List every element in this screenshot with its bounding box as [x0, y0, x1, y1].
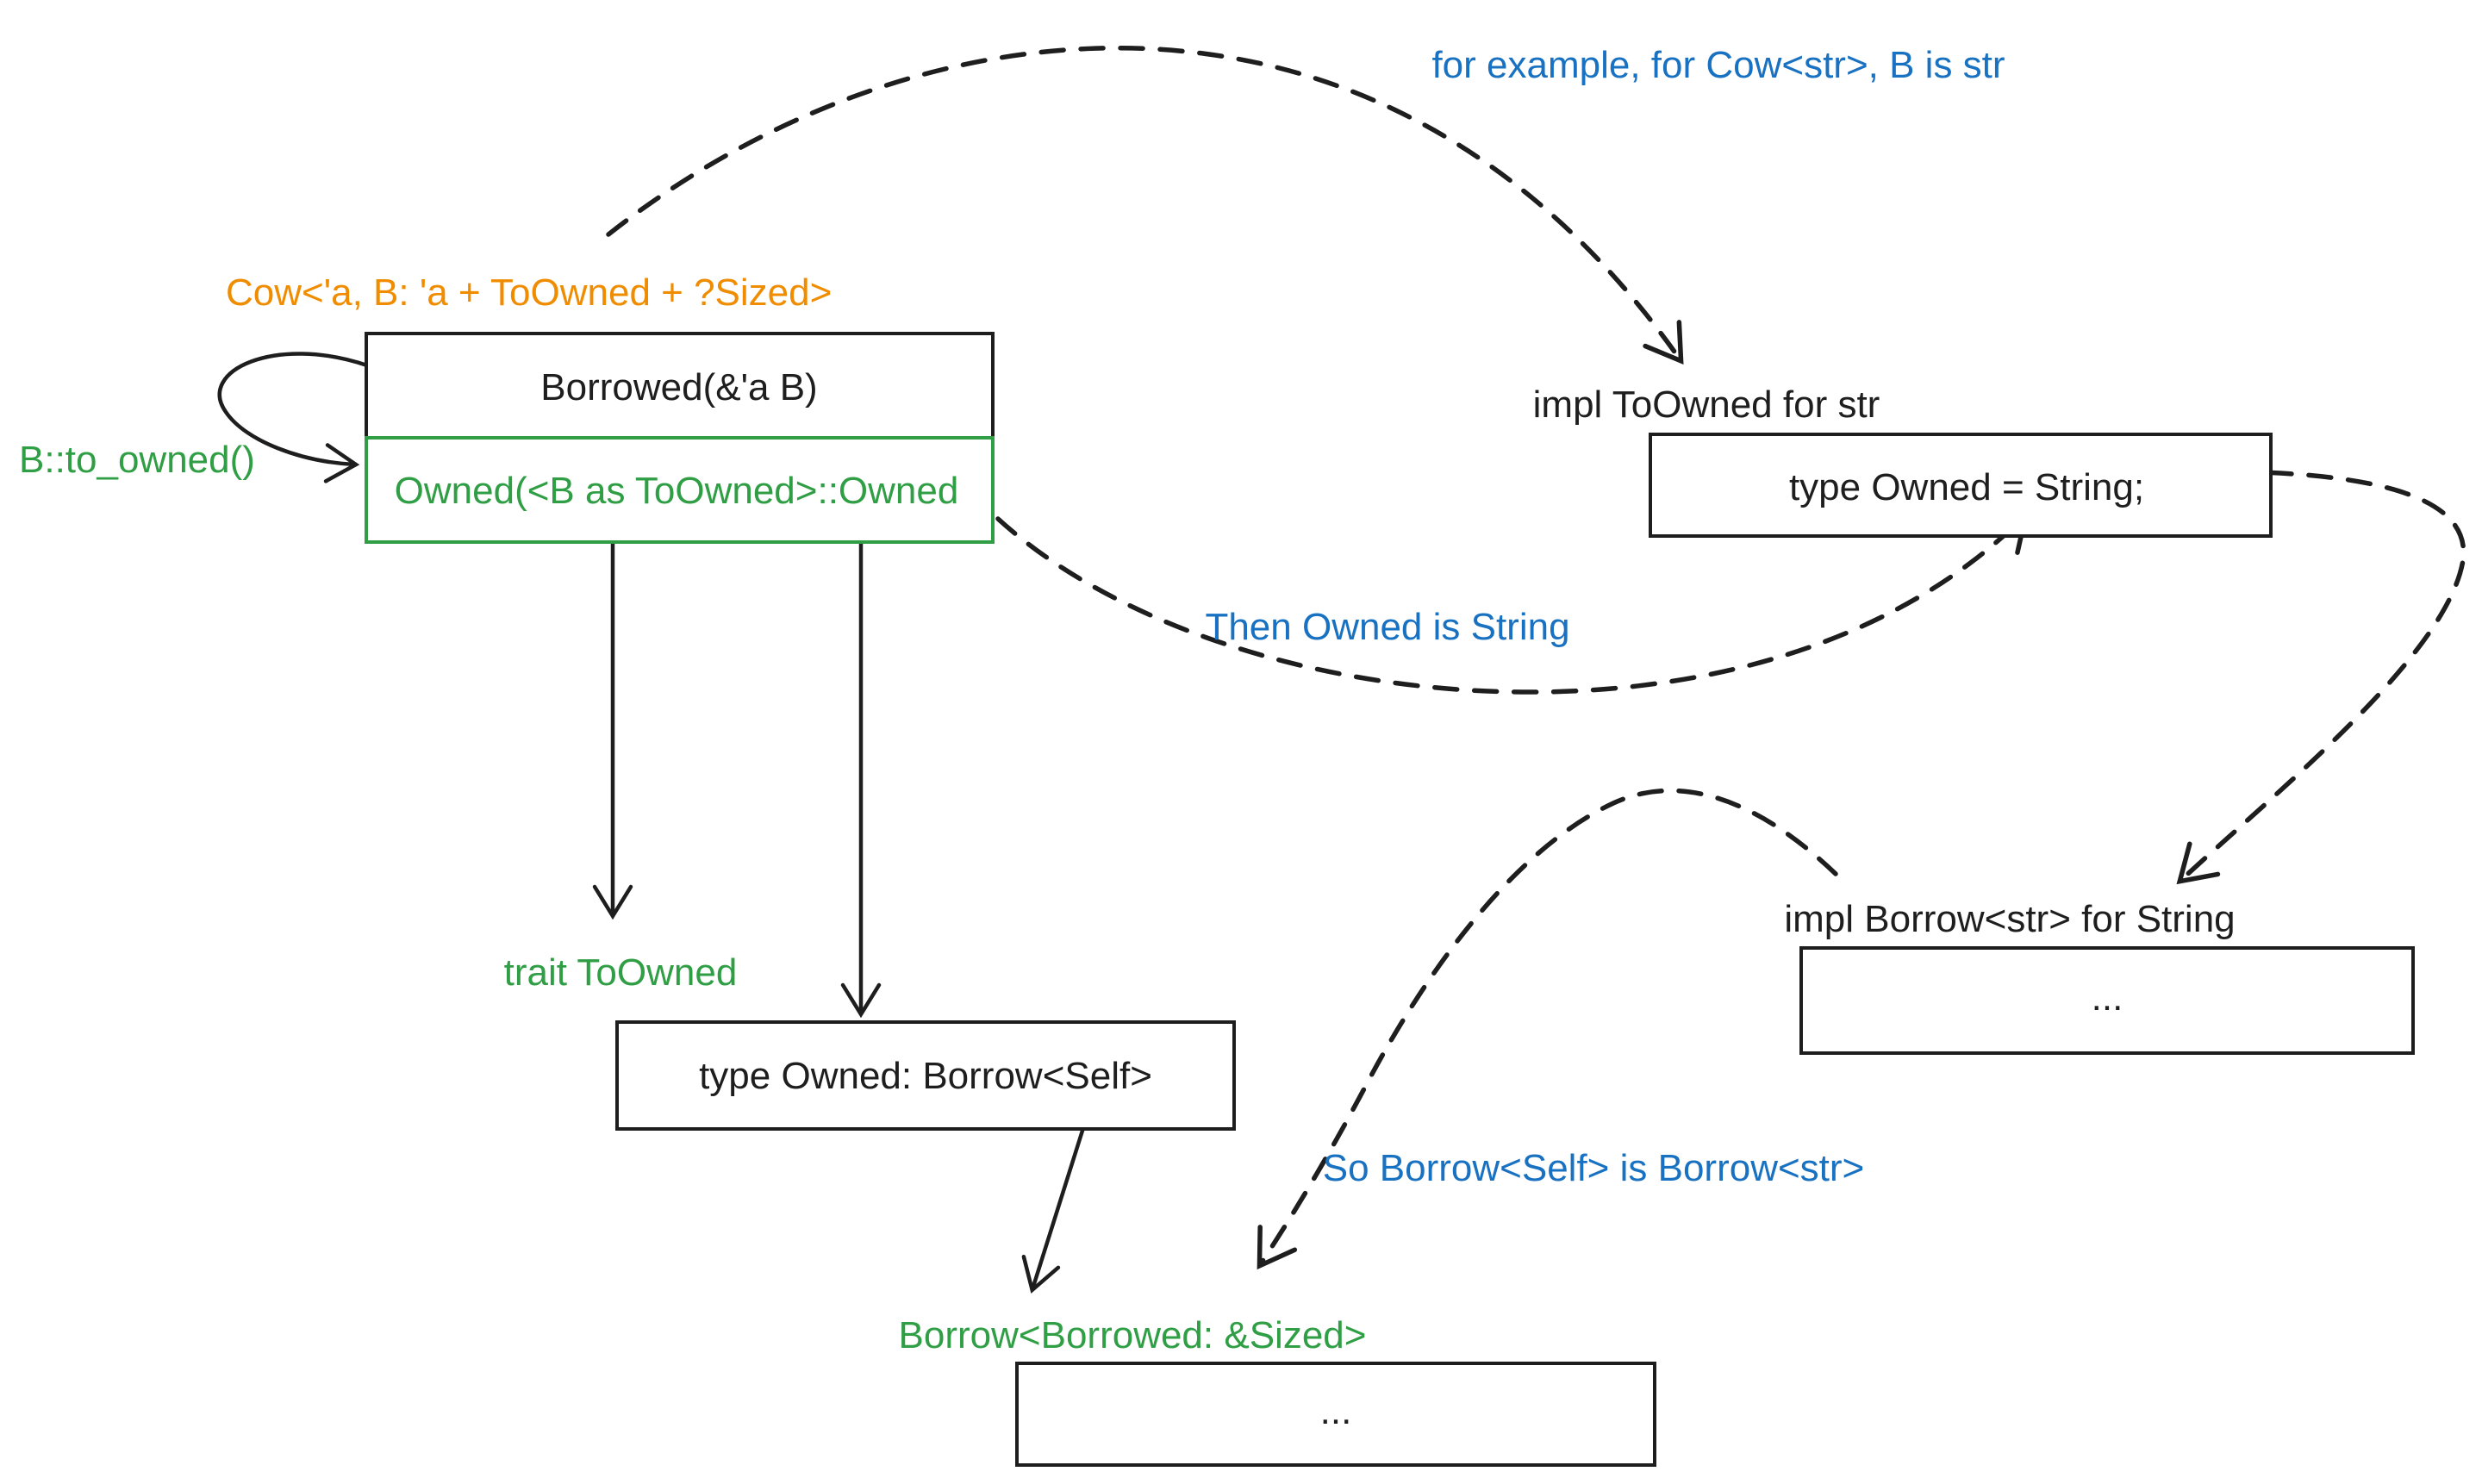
example-note-label: for example, for Cow<str>, B is str: [1431, 44, 2005, 86]
borrow-self-arrow: [1021, 1128, 1085, 1294]
impl-toowned-label: impl ToOwned for str: [1533, 383, 1880, 426]
trait-toowned-box: [615, 1020, 1236, 1131]
to-owned-call-label: B::to_owned(): [19, 439, 255, 481]
cow-generic-label: Cow<'a, B: 'a + ToOwned + ?Sized>: [226, 271, 832, 314]
so-borrow-note-label: So Borrow<Self> is Borrow<str>: [1323, 1147, 1864, 1189]
trait-toowned-label: trait ToOwned: [504, 951, 738, 994]
owned-is-string-dashed-arrow: [995, 511, 2030, 695]
borrow-trait-box: [1015, 1362, 1656, 1467]
trait-toowned-body-label: type Owned: Borrow<Self>: [699, 1055, 1152, 1097]
to-owned-loop-arrow: [217, 352, 370, 483]
borrow-impl-to-borrow-trait-dashed-arrow: [1257, 788, 1838, 1270]
impl-borrow-body-label: ...: [2092, 976, 2123, 1019]
cow-owned-variant-label: Owned(<B as ToOwned>::Owned: [395, 470, 959, 512]
impl-toowned-body-label: type Owned = String;: [1789, 466, 2144, 508]
borrow-trait-body-label: ...: [1320, 1390, 1352, 1432]
cow-owned-cell: [365, 436, 995, 544]
cow-borrowed-variant-label: Borrowed(&'a B): [540, 366, 817, 408]
impl-borrow-label: impl Borrow<str> for String: [1784, 898, 2235, 940]
borrow-trait-label: Borrow<Borrowed: &Sized>: [899, 1314, 1367, 1356]
then-owned-note-label: Then Owned is String: [1205, 606, 1569, 648]
string-to-borrow-impl-dashed-arrow: [2148, 469, 2466, 885]
impl-borrow-box: [1799, 946, 2415, 1055]
impl-toowned-box: [1649, 433, 2273, 538]
cow-borrowed-cell: [365, 332, 995, 440]
example-dashed-arrow: [606, 46, 1684, 365]
